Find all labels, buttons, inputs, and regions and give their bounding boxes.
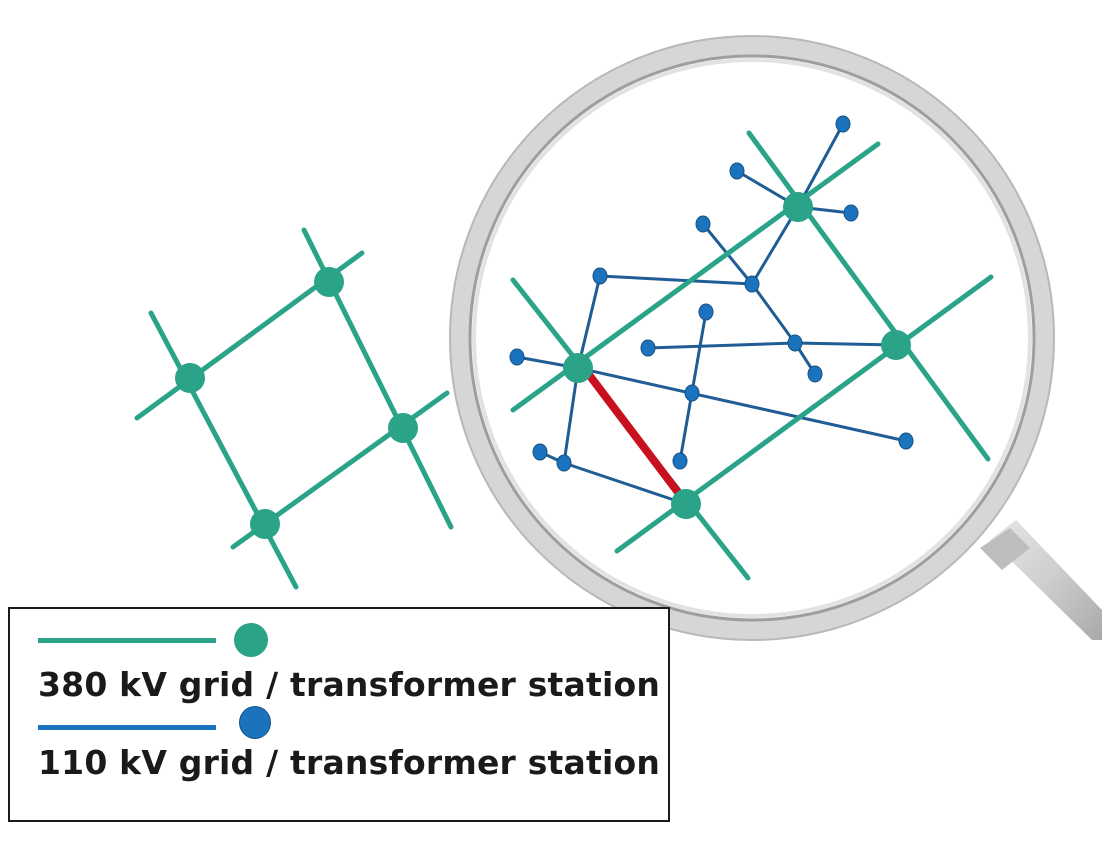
transformer-station-110kv: [787, 334, 803, 352]
grid-line-110kv: [750, 282, 797, 345]
transformer-station-110kv: [556, 454, 572, 472]
transformer-station-380kv: [175, 363, 205, 393]
transformer-station-380kv: [563, 353, 593, 383]
transformer-station-380kv: [671, 489, 701, 519]
grid-line-380kv: [148, 310, 299, 590]
transformer-station-110kv: [807, 365, 823, 383]
transformer-station-110kv: [509, 348, 525, 366]
grid-line-110kv: [576, 366, 908, 443]
grid-line-110kv: [796, 122, 845, 209]
transformer-station-110kv: [532, 443, 548, 461]
grid-line-110kv: [562, 366, 580, 465]
grid-line-110kv: [598, 274, 754, 286]
transformer-station-110kv: [729, 162, 745, 180]
transformer-station-380kv: [314, 267, 344, 297]
grid-line-110kv: [562, 461, 688, 506]
transformer-station-380kv: [783, 192, 813, 222]
left-380kv-grid: [134, 227, 454, 590]
lens-frame: [449, 35, 1055, 641]
legend-label-380kv: 380 kV grid / transformer station: [38, 665, 661, 704]
transformer-station-380kv: [388, 413, 418, 443]
transformer-station-110kv: [843, 204, 859, 222]
legend-line-380kv: [38, 638, 216, 643]
transformer-station-110kv: [835, 115, 851, 133]
legend-line-110kv: [38, 725, 216, 730]
legend: 380 kV grid / transformer station 110 kV…: [8, 607, 670, 822]
grid-line-110kv: [793, 341, 898, 347]
legend-dot-110kv: [239, 706, 271, 739]
transformer-station-110kv: [684, 384, 700, 402]
transformer-station-110kv: [672, 452, 688, 470]
transformer-station-380kv: [250, 509, 280, 539]
transformer-station-110kv: [698, 303, 714, 321]
transformer-station-110kv: [592, 267, 608, 285]
transformer-station-110kv: [744, 275, 760, 293]
zoomed-grid: [509, 115, 994, 581]
transformer-station-110kv: [898, 432, 914, 450]
grid-line-380kv: [746, 130, 991, 462]
legend-dot-380kv: [234, 623, 268, 657]
grid-line-110kv: [646, 341, 797, 350]
magnifying-glass-icon: [980, 520, 1102, 640]
grid-line-110kv: [576, 274, 602, 370]
legend-label-110kv: 110 kV grid / transformer station: [38, 743, 661, 782]
transformer-station-380kv: [881, 330, 911, 360]
highlighted-connection: [586, 372, 684, 499]
transformer-station-110kv: [640, 339, 656, 357]
transformer-station-110kv: [695, 215, 711, 233]
